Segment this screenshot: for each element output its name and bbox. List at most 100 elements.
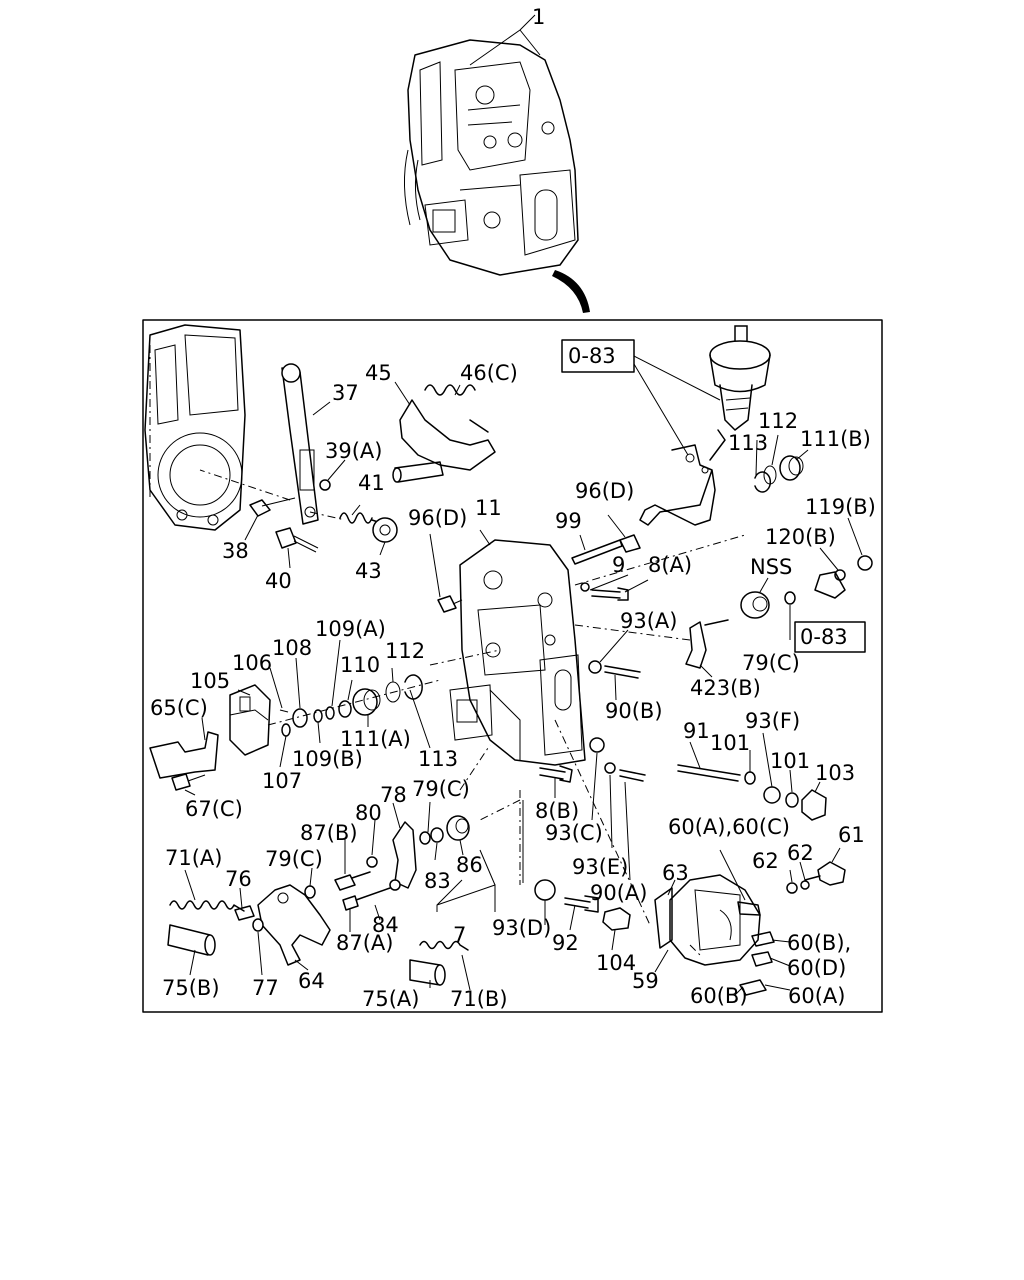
lever-78 xyxy=(392,821,417,889)
callout-63: 63 xyxy=(662,861,689,885)
callout-109a: 109(A) xyxy=(315,617,386,641)
callout-109b: 109(B) xyxy=(292,747,363,771)
block-105 xyxy=(229,684,271,756)
washer-77 xyxy=(252,918,264,932)
sensor-assembly xyxy=(709,325,771,461)
shim-109b xyxy=(313,709,323,723)
plug-111a xyxy=(352,688,381,716)
governor-assembly-overview xyxy=(403,14,590,313)
callout-108: 108 xyxy=(272,636,312,660)
washer-84 xyxy=(389,879,401,891)
washer-62a xyxy=(786,882,798,894)
bolt-8b xyxy=(539,765,573,783)
callout-110: 110 xyxy=(340,653,380,677)
bolt-61 xyxy=(804,861,846,886)
callout-62b: 62 xyxy=(787,841,814,865)
washer-107 xyxy=(281,723,291,737)
snap-ring-113-right xyxy=(754,471,772,493)
callout-96d-right: 96(D) xyxy=(575,479,634,503)
housing-left xyxy=(144,324,246,531)
cap-104 xyxy=(602,907,631,931)
sleeve-75b xyxy=(167,924,216,956)
callout-59: 59 xyxy=(632,969,659,993)
washer-62b xyxy=(800,880,810,890)
callout-65c: 65(C) xyxy=(150,696,208,720)
lever-64 xyxy=(257,884,331,966)
nut-nss xyxy=(740,591,770,619)
bolt-92 xyxy=(564,895,599,913)
callout-8a: 8(A) xyxy=(648,553,692,577)
callout-38: 38 xyxy=(222,539,249,563)
callout-99: 99 xyxy=(555,509,582,533)
washer-83 xyxy=(430,827,444,843)
bracket-65c xyxy=(149,731,219,779)
spring-46c xyxy=(424,384,489,433)
cover-59 xyxy=(669,874,761,966)
bolt-60a-60c xyxy=(737,901,761,916)
callout-60a-60c: 60(A),60(C) xyxy=(668,815,790,839)
washer-79c-left xyxy=(304,885,316,899)
callout-86: 86 xyxy=(456,853,483,877)
callout-80: 80 xyxy=(355,801,382,825)
bolt-87a xyxy=(342,887,391,911)
shim-109a xyxy=(325,706,335,720)
callout-78: 78 xyxy=(380,783,407,807)
callout-67c: 67(C) xyxy=(185,797,243,821)
callout-1: 1 xyxy=(532,5,545,29)
callout-103: 103 xyxy=(815,761,855,785)
spring-71a xyxy=(169,900,245,912)
callout-77: 77 xyxy=(252,976,279,1000)
nut-43 xyxy=(372,517,398,543)
callout-7: 7 xyxy=(453,923,466,947)
o-ring-112-right xyxy=(763,465,777,485)
bolt-87b xyxy=(334,871,371,891)
callout-111b: 111(B) xyxy=(800,427,871,451)
bolt-96d-right xyxy=(619,534,641,553)
callout-83: 83 xyxy=(424,869,451,893)
bolt-60b-60d xyxy=(751,931,775,947)
bolt-96d-left xyxy=(437,595,463,613)
callout-93d: 93(D) xyxy=(492,916,551,940)
callout-423b: 423(B) xyxy=(690,676,761,700)
callout-39a: 39(A) xyxy=(325,439,382,463)
stud-90b xyxy=(604,665,641,679)
body-11 xyxy=(449,539,586,766)
callout-64: 64 xyxy=(298,969,325,993)
callout-79c-right: 79(C) xyxy=(742,651,800,675)
callout-60d: 60(D) xyxy=(787,956,846,980)
callout-112-left: 112 xyxy=(385,639,425,663)
callout-84: 84 xyxy=(372,913,399,937)
cap-103 xyxy=(801,789,827,821)
bolt-60d xyxy=(751,951,773,967)
clip-39a xyxy=(319,479,331,491)
snap-ring-113-left xyxy=(404,674,423,700)
stud-91 xyxy=(677,764,741,782)
callout-0-83-right: 0-83 xyxy=(800,625,848,649)
callout-43: 43 xyxy=(355,559,382,583)
washer-80 xyxy=(366,856,378,868)
washer-101-right xyxy=(785,792,799,808)
callout-112-right: 112 xyxy=(758,409,798,433)
callout-9: 9 xyxy=(612,553,625,577)
callout-120b: 120(B) xyxy=(765,525,836,549)
bolt-60b-bottom xyxy=(739,979,767,996)
stud-90a xyxy=(619,769,646,782)
callout-113-right: 113 xyxy=(728,431,768,455)
callout-113-left: 113 xyxy=(418,747,458,771)
callout-41: 41 xyxy=(358,471,385,495)
callout-45: 45 xyxy=(365,361,392,385)
nut-93a xyxy=(588,660,602,674)
diagram-frame xyxy=(142,319,883,1013)
callout-40: 40 xyxy=(265,569,292,593)
plug-111b xyxy=(779,455,804,481)
sleeve-75a xyxy=(409,959,446,986)
callout-75a: 75(A) xyxy=(362,987,419,1011)
plate-0-83 xyxy=(814,571,846,599)
callout-60b-bottom: 60(B) xyxy=(690,984,748,1008)
ref-box-0-83-right xyxy=(794,621,866,653)
callout-60b-top: 60(B), xyxy=(787,931,851,955)
callout-8b: 8(B) xyxy=(535,799,579,823)
callout-92: 92 xyxy=(552,931,579,955)
callout-71a: 71(A) xyxy=(165,846,222,870)
